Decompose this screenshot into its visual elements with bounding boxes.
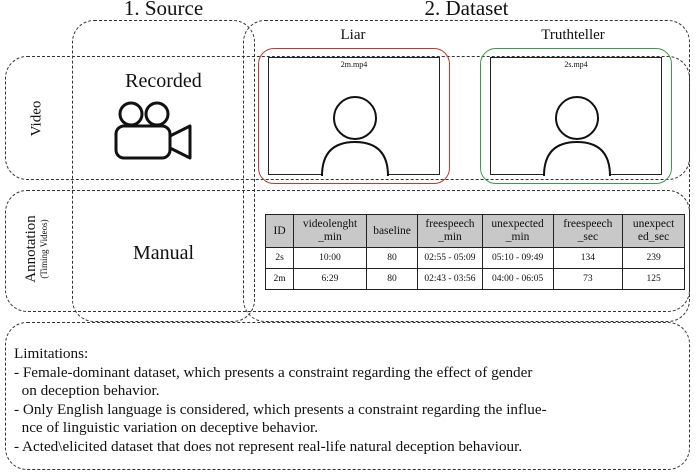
truthteller-column-label: Truthteller: [541, 27, 605, 43]
liar-video-screen: 2m.mp4: [268, 57, 440, 176]
annotation-row-box: [5, 190, 690, 312]
table-cell: 125: [622, 268, 685, 290]
limitations-box: [5, 322, 690, 470]
video-row-box: [5, 56, 690, 180]
liar-column-label: Liar: [340, 27, 366, 43]
table-cell: 239: [622, 247, 685, 269]
truthteller-video-filename: 2s.mp4: [564, 60, 588, 69]
source-column-box: [72, 20, 255, 322]
limitation-line: - Female-dominant dataset, which present…: [14, 363, 533, 381]
table-cell: 02:55 - 05:09: [417, 247, 483, 269]
table-cell: 134: [552, 247, 624, 269]
limitation-line: nce of linguistic variation on deceptive…: [14, 419, 319, 437]
table-header-cell: freespeech _sec: [552, 214, 624, 248]
table-cell: 04:00 - 06:05: [481, 268, 554, 290]
truthteller-video-frame: 2s.mp4: [480, 48, 672, 184]
table-cell: 02:43 - 03:56: [417, 268, 483, 290]
table-header-cell: unexpect ed_sec: [622, 214, 685, 248]
limitation-line: on deception behavior.: [14, 382, 160, 400]
dataset-column-box: [243, 20, 690, 322]
table-cell: 80: [365, 247, 419, 269]
recorded-label: Recorded: [125, 70, 202, 92]
table-cell: 80: [365, 268, 419, 290]
truthteller-video-screen: 2s.mp4: [490, 57, 662, 176]
video-camera-icon: [114, 101, 192, 160]
annotation-row-label: Annotation (Timing Videos): [23, 215, 49, 283]
manual-label: Manual: [132, 242, 195, 264]
limitations-text: Limitations: - Female-dominant dataset, …: [14, 345, 690, 457]
video-row-label: Video: [28, 100, 45, 137]
table-cell: 05:10 - 09:49: [481, 247, 554, 269]
table-header-cell: baseline: [365, 214, 419, 248]
liar-video-frame: 2m.mp4: [258, 48, 450, 184]
table-cell: 2m: [264, 268, 295, 290]
liar-video-filename: 2m.mp4: [340, 60, 368, 69]
source-header: 1. Source: [123, 0, 204, 20]
truthteller-person-icon: [543, 96, 611, 176]
limitation-line: - Acted\elicited dataset that does not r…: [14, 437, 523, 455]
table-cell: 73: [552, 268, 624, 290]
liar-person-icon: [321, 96, 389, 176]
table-cell: 2s: [264, 247, 295, 269]
table-header-cell: ID: [264, 214, 295, 248]
table-cell: 10:00: [293, 247, 367, 269]
table-cell: 6:29: [293, 268, 367, 290]
dataset-header: 2. Dataset: [424, 0, 509, 20]
table-header-cell: unexpected _min: [481, 214, 554, 248]
limitation-line: - Only English language is considered, w…: [14, 400, 547, 418]
limitations-title: Limitations:: [14, 345, 89, 362]
table-header-cell: freespeech _min: [417, 214, 483, 248]
table-header-cell: videolenght _min: [293, 214, 367, 248]
